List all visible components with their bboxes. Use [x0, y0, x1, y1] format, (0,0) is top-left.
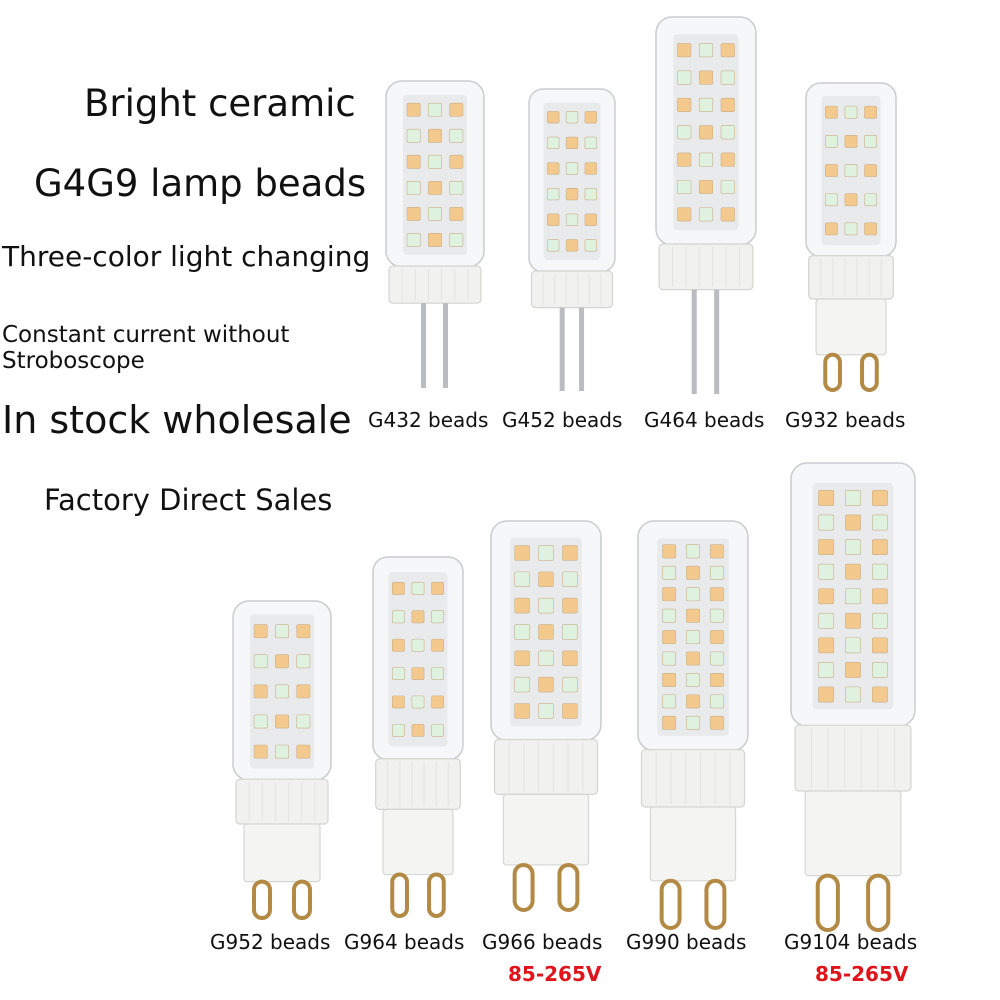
headline-line-5: In stock wholesale	[2, 398, 352, 442]
lamp-g932-image	[805, 82, 897, 392]
lamp-g9104-image	[790, 462, 916, 932]
lamp-g990-image	[637, 520, 749, 930]
caption-g464: G464 beads	[644, 408, 765, 432]
lamp-g964-image	[372, 556, 464, 918]
caption-g9104: G9104 beads	[784, 930, 918, 954]
headline-line-3: Three-color light changing	[2, 240, 371, 273]
headline-line-6: Factory Direct Sales	[44, 483, 333, 517]
headline-line-2: G4G9 lamp beads	[34, 162, 367, 205]
caption-g964: G964 beads	[344, 930, 465, 954]
caption-g966: G966 beads	[482, 930, 603, 954]
lamp-g452-image	[528, 88, 616, 393]
caption-g432: G432 beads	[368, 408, 489, 432]
headline-line-1: Bright ceramic	[84, 82, 356, 125]
voltage-g966: 85-265V	[508, 962, 602, 986]
lamp-g966-image	[490, 520, 602, 912]
headline-line-4: Constant current without Stroboscope	[2, 322, 290, 374]
caption-g952: G952 beads	[210, 930, 331, 954]
voltage-g9104: 85-265V	[815, 962, 909, 986]
caption-g452: G452 beads	[502, 408, 623, 432]
lamp-g464-image	[655, 16, 757, 396]
lamp-g952-image	[232, 600, 332, 920]
lamp-g432-image	[385, 80, 485, 390]
caption-g932: G932 beads	[785, 408, 906, 432]
caption-g990: G990 beads	[626, 930, 747, 954]
